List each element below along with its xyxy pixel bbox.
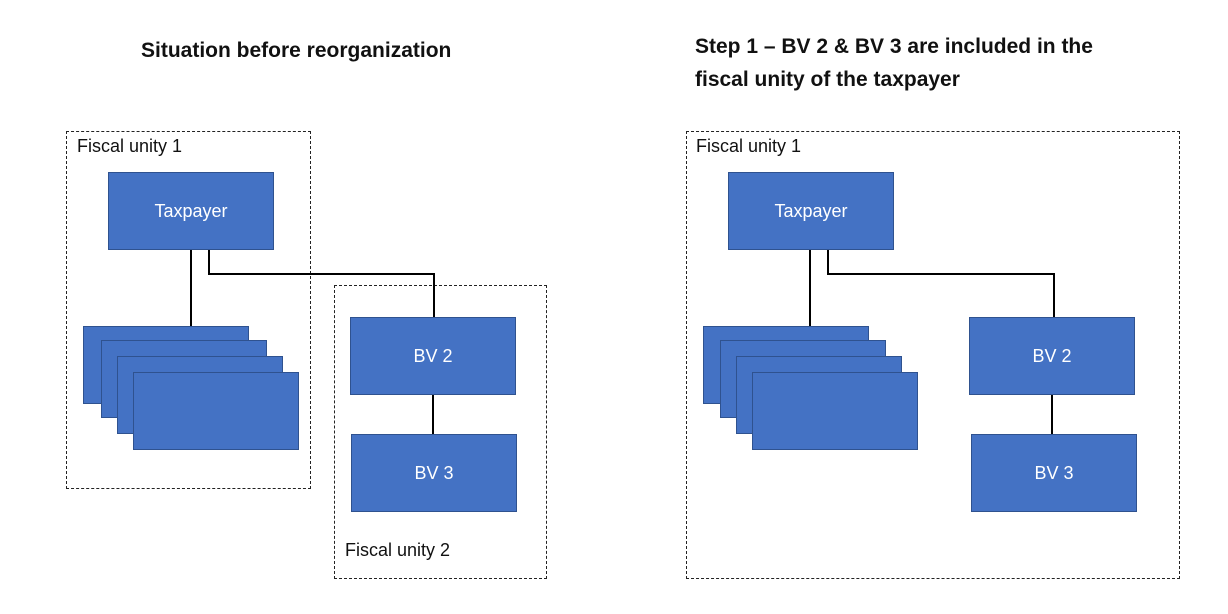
fiscal-unity-2-label: Fiscal unity 2 [345, 540, 451, 560]
right-panel-title-line1: Step 1 – BV 2 & BV 3 are included in the [695, 35, 1093, 58]
subsidiary-node [133, 372, 299, 450]
connector-bv2-bv3 [1051, 395, 1053, 435]
connector-taxpayer-bv2-down [208, 250, 210, 275]
bv3-node: BV 3 [971, 434, 1137, 512]
connector-taxpayer-subsidiaries [190, 250, 192, 326]
fiscal-unity-2-frame [334, 285, 547, 579]
bv2-node: BV 2 [350, 317, 516, 395]
left-panel-title: Situation before reorganization [141, 39, 452, 62]
connector-taxpayer-bv2-across [208, 273, 435, 275]
connector-taxpayer-subsidiaries [809, 250, 811, 326]
fiscal-unity-1-frame [66, 131, 311, 489]
connector-taxpayer-bv2-drop [433, 273, 435, 318]
right-panel-title-line2: fiscal unity of the taxpayer [695, 68, 960, 91]
fiscal-unity-1-label: Fiscal unity 1 [77, 136, 183, 156]
connector-taxpayer-bv2-down [827, 250, 829, 275]
bv2-node: BV 2 [969, 317, 1135, 395]
bv3-node: BV 3 [351, 434, 517, 512]
subsidiary-node [752, 372, 918, 450]
taxpayer-node: Taxpayer [728, 172, 894, 250]
fiscal-unity-1-frame [686, 131, 1180, 579]
connector-taxpayer-bv2-across [827, 273, 1055, 275]
fiscal-unity-1-label: Fiscal unity 1 [696, 136, 802, 156]
connector-taxpayer-bv2-drop [1053, 273, 1055, 318]
taxpayer-node: Taxpayer [108, 172, 274, 250]
connector-bv2-bv3 [432, 395, 434, 435]
